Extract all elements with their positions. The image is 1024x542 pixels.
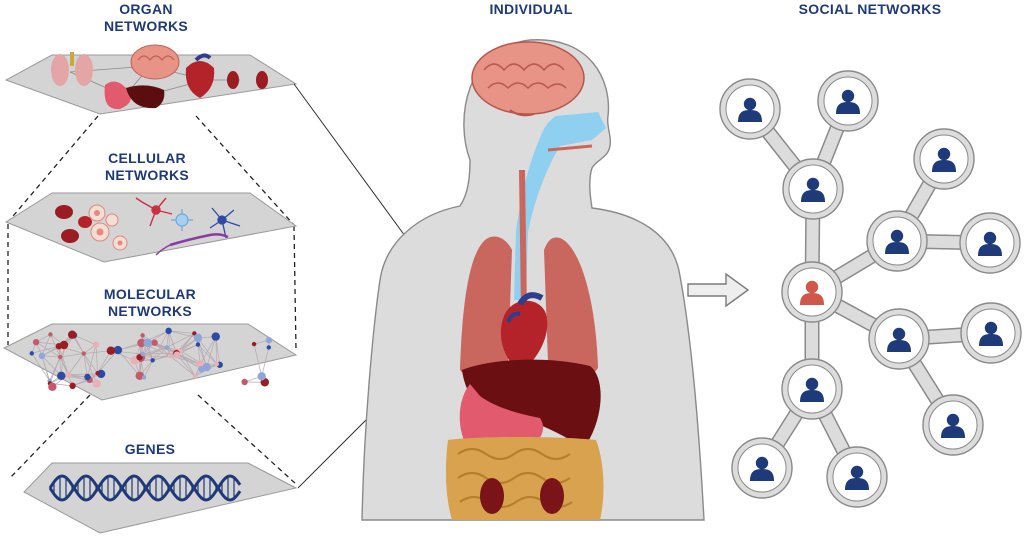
molecule-node — [241, 379, 247, 385]
molecule-node — [33, 339, 39, 345]
molecule-node — [65, 371, 71, 377]
molecule-node — [215, 362, 219, 366]
kidney-organ — [540, 478, 564, 514]
molecule-node — [60, 341, 68, 349]
molecule-node — [48, 383, 56, 391]
molecule-node — [196, 342, 200, 346]
intestines-organ — [446, 437, 604, 520]
molecule-node — [266, 337, 272, 343]
molecule-node — [69, 383, 75, 389]
molecule-node — [84, 374, 90, 380]
molecule-node — [140, 352, 144, 356]
social-node — [827, 447, 887, 507]
molecule-node — [168, 354, 172, 358]
molecule-node — [92, 379, 100, 387]
social-node — [720, 79, 780, 139]
molecule-node — [165, 328, 171, 334]
molecule-node — [194, 334, 202, 342]
social-node — [923, 395, 983, 455]
molecule-node — [140, 333, 144, 337]
molecule-node — [150, 358, 154, 362]
molecule-node — [107, 347, 115, 355]
kidney-organ — [480, 478, 504, 514]
molecule-node — [48, 332, 52, 336]
molecule-node — [58, 355, 62, 359]
molecule-node — [258, 372, 266, 380]
molecule-node — [82, 351, 86, 355]
human-body — [362, 40, 704, 520]
kidney-icon — [227, 71, 239, 89]
molecule-node — [165, 345, 169, 349]
genes-label: GENES — [100, 441, 200, 458]
social-node — [783, 159, 843, 219]
molecule-node — [267, 345, 271, 349]
genes-plane — [24, 463, 296, 533]
social-networks-label: SOCIAL NETWORKS — [770, 1, 970, 18]
social-node — [782, 359, 842, 419]
social-node-center — [782, 262, 842, 322]
social-node — [961, 303, 1021, 363]
brain-organ — [472, 42, 584, 115]
molecule-node — [212, 332, 220, 340]
molecule-node — [252, 342, 256, 346]
molecule-node — [203, 363, 211, 371]
social-node — [818, 71, 878, 131]
molecule-node — [57, 372, 65, 380]
molecule-node — [68, 330, 76, 338]
social-node — [867, 211, 927, 271]
social-node — [960, 213, 1020, 273]
esophagus — [522, 170, 524, 312]
individual-label: INDIVIDUAL — [466, 1, 596, 18]
brain-icon — [131, 45, 179, 79]
organ-plane — [6, 45, 296, 114]
kidney-icon — [256, 71, 268, 89]
molecule-node — [174, 351, 180, 357]
molecular-plane — [4, 324, 296, 400]
molecule-node — [142, 375, 146, 379]
molecule-node — [143, 339, 151, 347]
molecule-node — [193, 374, 197, 378]
molecule-node — [93, 341, 99, 347]
social-network — [720, 71, 1021, 507]
cellular-plane — [6, 193, 296, 262]
arrow-icon — [688, 274, 748, 306]
social-node — [914, 129, 974, 189]
molecule-node — [30, 351, 34, 355]
molecule-node — [39, 353, 45, 359]
molecule-node — [151, 340, 157, 346]
social-node — [732, 438, 792, 498]
social-node — [869, 309, 929, 369]
molecule-node — [95, 371, 99, 375]
